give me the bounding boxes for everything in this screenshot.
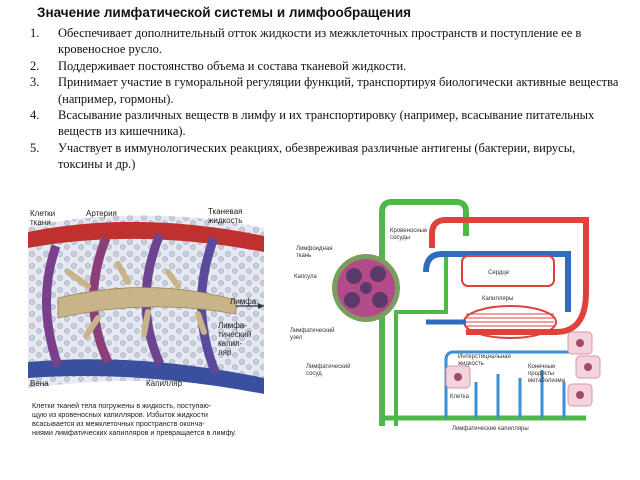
tissue-cells xyxy=(445,331,601,407)
label-artery: Артерия xyxy=(86,209,117,218)
list-item: 1.Обеспечивает дополнительный отток жидк… xyxy=(30,26,582,57)
list-item: 4.Всасывание различных веществ в лимфу и… xyxy=(30,108,595,139)
lymphatic-capillary xyxy=(57,287,237,319)
figure-caption: Клетки тканей тела погружены в жидкость,… xyxy=(32,401,236,437)
lymph-node xyxy=(332,254,400,322)
list-item: 2.Поддерживает постоянство объема и сост… xyxy=(30,58,407,73)
lymphatic-vessel xyxy=(379,199,469,426)
heart xyxy=(461,255,555,287)
list-item-text: Участвует в иммунологических реакциях, о… xyxy=(58,140,576,172)
list-item: 3.Принимает участие в гуморальной регуля… xyxy=(30,75,619,106)
label-capillaries: Капилляры xyxy=(482,296,513,302)
label-capillary: Капилляр xyxy=(146,379,183,388)
list-item-text: Поддерживает постоянство объема и состав… xyxy=(58,58,407,73)
label-lymph-capillaries: Лимфатические капилляры xyxy=(452,426,529,432)
lymph-capillaries xyxy=(474,370,566,418)
list-item-text: Обеспечивает дополнительный отток жидкос… xyxy=(58,26,582,57)
functions-list: 1.Обеспечивает дополнительный отток жидк… xyxy=(30,25,620,173)
label-lymph: Лимфа xyxy=(230,297,257,306)
page-title: Значение лимфатической системы и лимфооб… xyxy=(37,5,412,20)
arterial-vessel xyxy=(423,251,571,312)
list-item: 5.Участвует в иммунологических реакциях,… xyxy=(30,140,576,172)
label-cell: Клетка xyxy=(450,394,470,400)
capillary xyxy=(42,244,63,368)
label-vein: Вена xyxy=(30,379,49,388)
blood-capillaries xyxy=(426,305,557,339)
venous-vessel xyxy=(429,217,589,335)
label-heart: Сердце xyxy=(488,270,510,276)
label-capsule: Капсула xyxy=(294,274,317,280)
list-item-text: Принимает участие в гуморальной регуляци… xyxy=(58,75,619,106)
vein xyxy=(28,359,264,394)
artery xyxy=(28,221,264,252)
list-item-text: Всасывание различных веществ в лимфу и и… xyxy=(58,108,595,139)
